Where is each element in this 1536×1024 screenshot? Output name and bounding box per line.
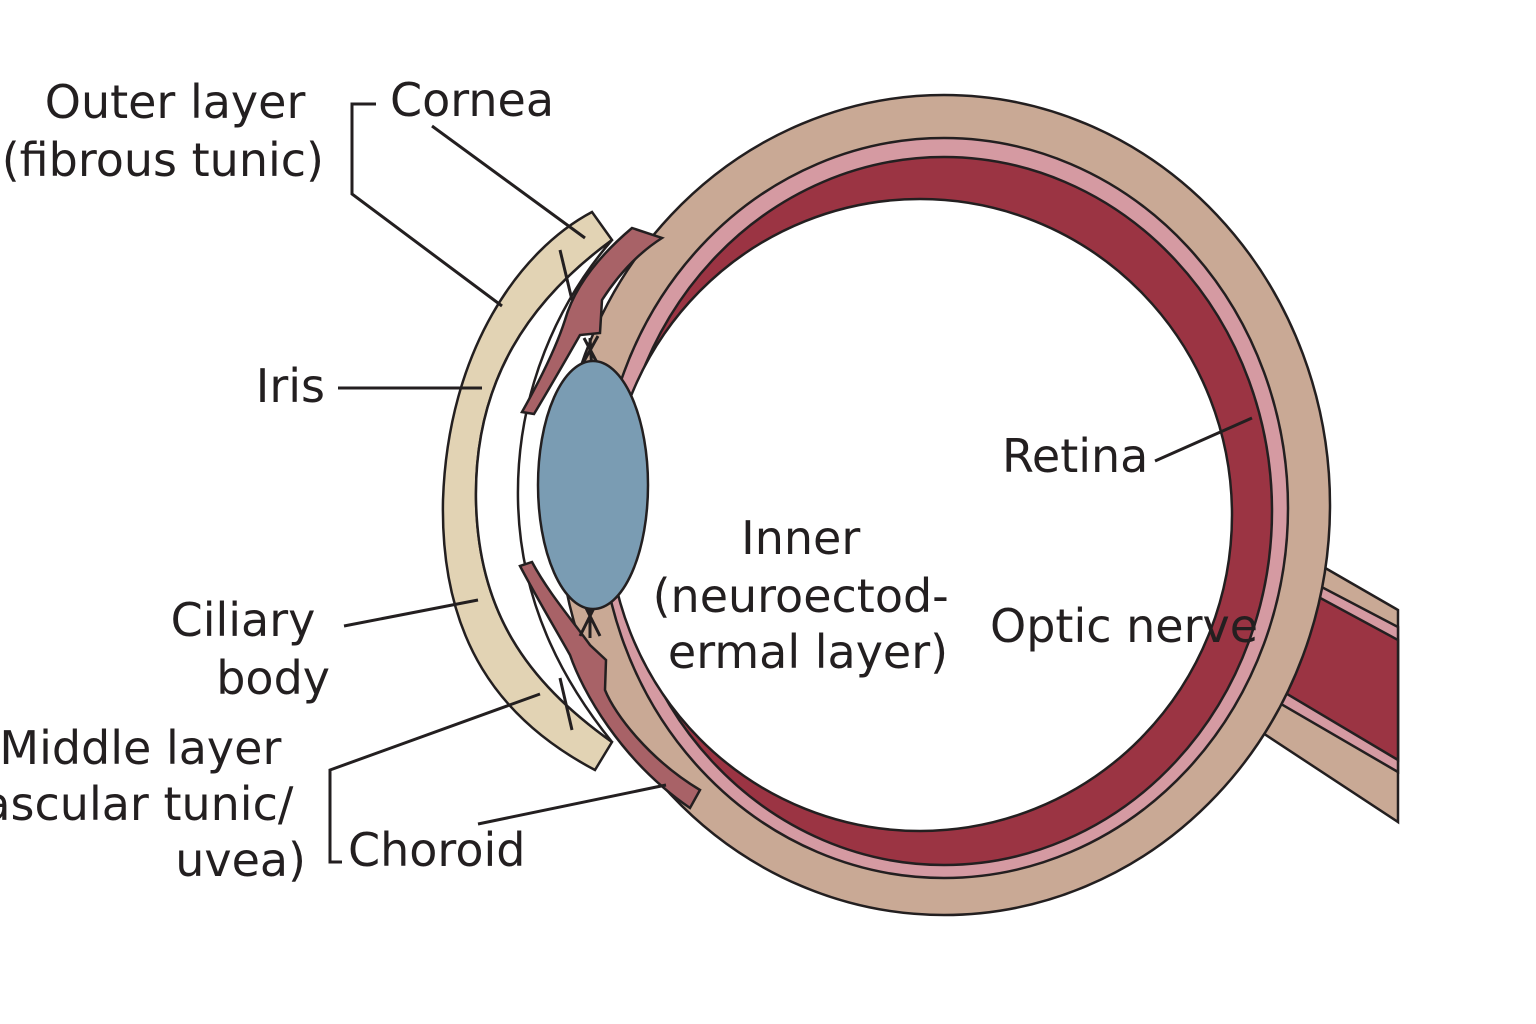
cornea-leader <box>431 124 586 240</box>
middle-layer-label: Middle layer (vascular tunic/ uvea) <box>0 721 308 887</box>
inner-layer-label: Inner (neuroectod- ermal layer) <box>653 511 964 679</box>
corneoscleral-junction-bottom <box>558 677 574 731</box>
ciliary-body-upper <box>520 226 665 416</box>
optic-nerve-label: Optic nerve <box>990 599 1258 653</box>
uvea <box>518 226 702 810</box>
labels: Outer layer (fibrous tunic) Cornea Iris … <box>0 73 1258 887</box>
vitreous-chamber <box>606 197 1234 833</box>
leader-lines <box>328 102 1253 864</box>
retina-leader <box>1154 416 1253 463</box>
middle-layer-bracket <box>328 692 541 864</box>
outer-layer-label: Outer layer (fibrous tunic) <box>2 75 324 187</box>
iris-label: Iris <box>256 359 325 413</box>
choroid-label: Choroid <box>348 823 525 877</box>
corneoscleral-junction-top <box>558 249 574 301</box>
retina-label: Retina <box>1002 429 1148 483</box>
eyeball <box>556 93 1332 917</box>
ciliary-body-lower <box>518 560 702 810</box>
choroid-leader <box>477 783 667 826</box>
cornea-label: Cornea <box>390 73 554 127</box>
ciliary-body-label: Ciliary body <box>171 593 330 705</box>
lens <box>536 359 650 611</box>
outer-layer-bracket <box>350 102 503 308</box>
ciliary-body-leader <box>343 598 479 628</box>
